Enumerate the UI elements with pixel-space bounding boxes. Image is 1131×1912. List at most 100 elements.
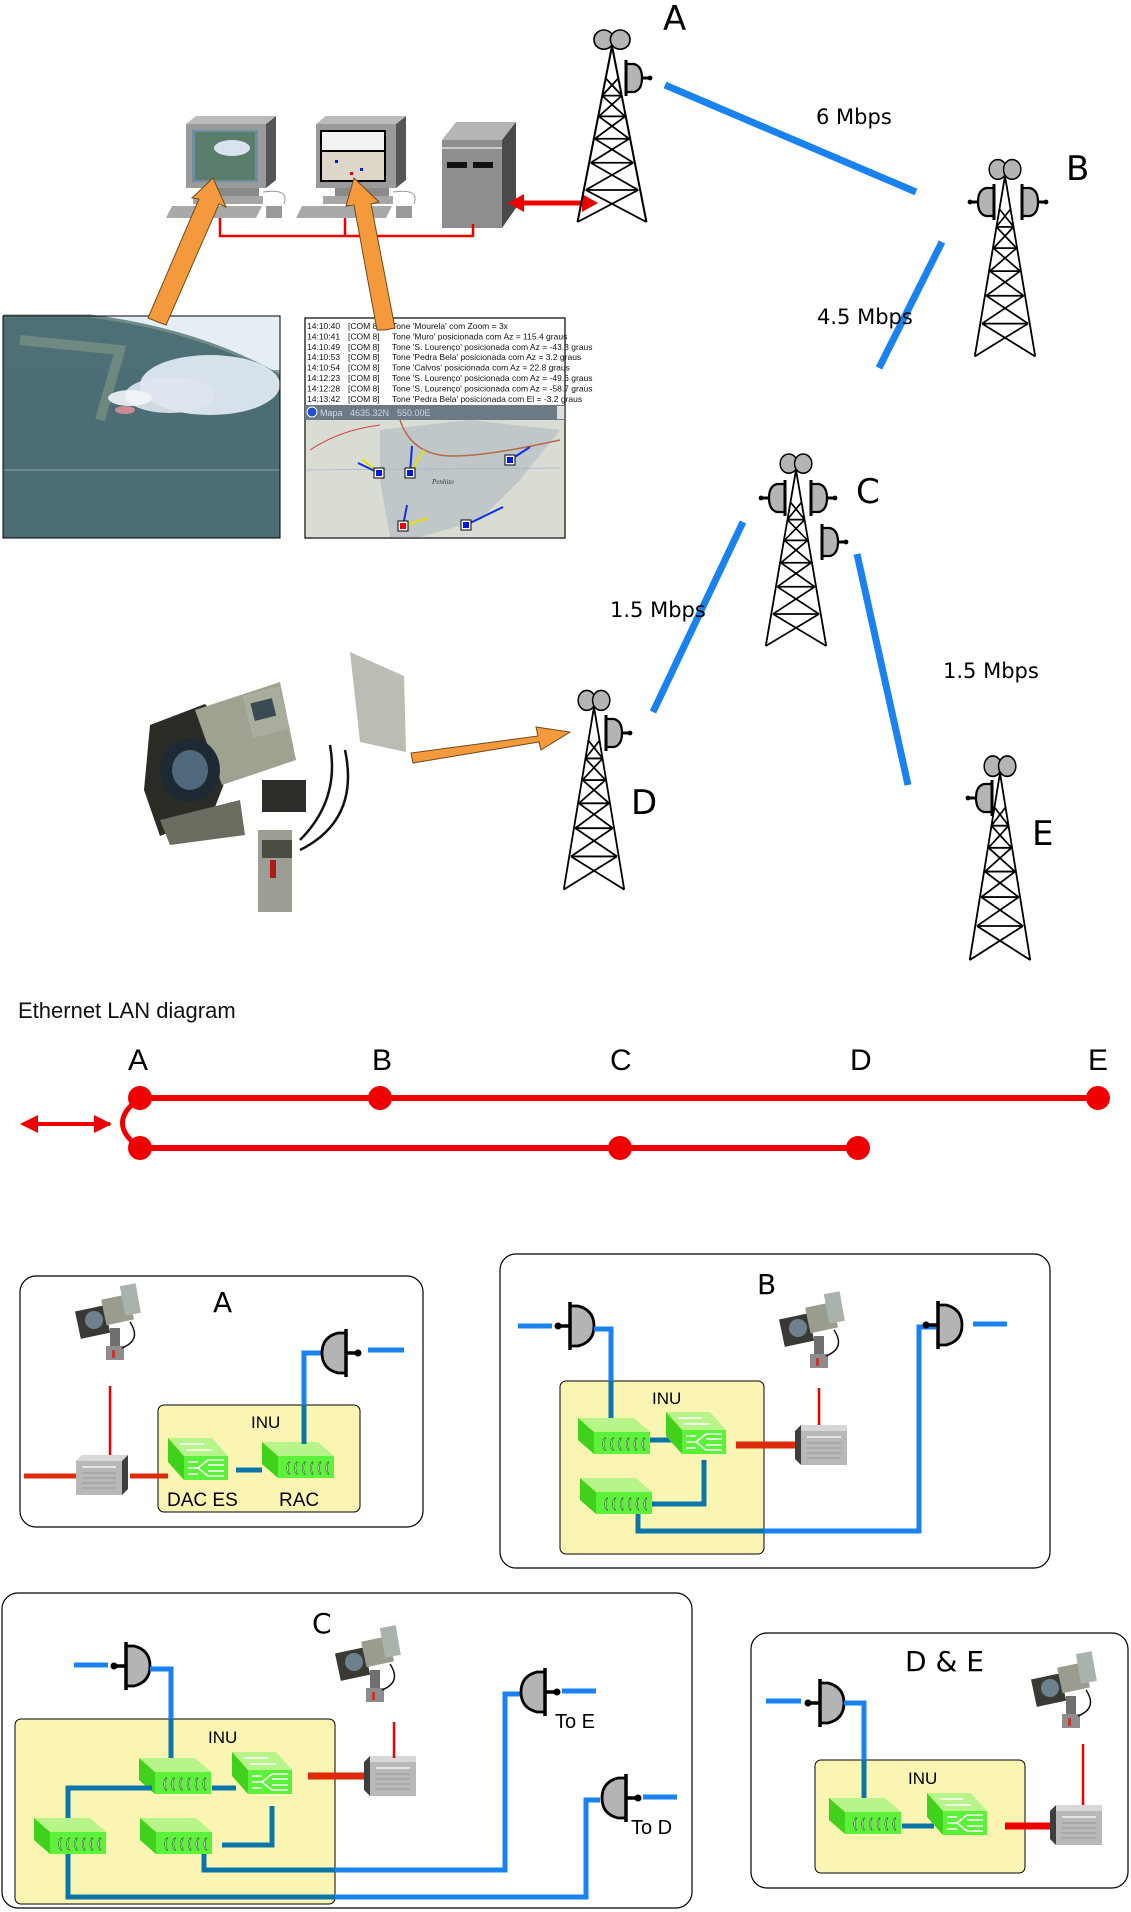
site-a-title: A (213, 1286, 232, 1319)
log-entry-msg: Tone 'Pedra Bela' posicionada com Az = 3… (392, 352, 581, 362)
site-c-panel: C INU To E To D (1, 1592, 693, 1909)
map-scroll-button[interactable] (557, 406, 564, 419)
log-entry-port: [COM 8] (348, 363, 380, 373)
lan-title: Ethernet LAN diagram (18, 998, 236, 1023)
map-status-label: Mapa (320, 408, 343, 418)
site-a-rac-label: RAC (279, 1490, 319, 1511)
tower-e-label: E (1032, 814, 1053, 854)
site-c-rac-left (33, 1817, 107, 1855)
site-b-rac-2 (579, 1477, 653, 1515)
log-entry-time: 14:10:53 (307, 352, 340, 362)
log-entry-port: [COM 8] (348, 331, 380, 341)
tower-c-label: C (856, 472, 880, 512)
orange-arrow-video (147, 177, 227, 326)
log-map-panel: 14:10:40 [COM 8] Tone 'Mourela' com Zoom =… (304, 317, 593, 539)
server-icon (442, 122, 516, 228)
tower-a-label: A (663, 0, 686, 39)
log-entry-msg: Tone 'Muro' posicionada com Az = 115.4 g… (392, 331, 567, 341)
site-a-server-icon (75, 1454, 129, 1496)
lan-node-a-lower[interactable] (128, 1136, 152, 1160)
link-c-e (853, 553, 912, 786)
link-c-d (649, 520, 747, 714)
link-b-c-rate: 4.5 Mbps (817, 305, 913, 329)
log-entry-msg: Tone 'S. Lourenço' posicionada com Az = … (392, 373, 593, 383)
lan-label-b: B (372, 1044, 392, 1077)
tower-b-label: B (1066, 149, 1089, 189)
log-entry-port: [COM 8] (348, 383, 380, 393)
server-tower-link-arrow (508, 194, 598, 212)
site-a-panel: A INU DAC ES RAC (19, 1275, 424, 1528)
lan-label-e: E (1088, 1044, 1108, 1077)
log-entry-port: [COM 8] (348, 373, 380, 383)
map-status-lon: 550.00E (397, 408, 431, 418)
workstation-map-icon (296, 116, 416, 218)
log-entry-msg: Tone 'S. Lourenço' posicionada com Az = … (392, 383, 593, 393)
log-entry-port: [COM 8] (348, 352, 380, 362)
radio-topology: 6 Mbps 4.5 Mbps 1.5 Mbps 1.5 Mbps A B C … (562, 0, 1089, 962)
orange-arrow-camera (410, 726, 572, 764)
log-entry-port: [COM 8] (348, 321, 380, 331)
lan-node-d[interactable] (846, 1136, 870, 1160)
map-place-label: Penhito (431, 478, 454, 486)
link-a-b (663, 81, 918, 196)
site-de-server-icon (1049, 1804, 1103, 1846)
log-entry-time: 14:10:40 (307, 321, 340, 331)
lan-label-d: D (850, 1044, 872, 1077)
log-entry-time: 14:12:28 (307, 383, 340, 393)
log-entry-time: 14:10:41 (307, 331, 340, 341)
site-c-title: C (312, 1607, 332, 1640)
site-c-rac-mid (139, 1817, 213, 1855)
link-c-e-rate: 1.5 Mbps (943, 659, 1039, 683)
control-center: 14:10:40 [COM 8] Tone 'Mourela' com Zoom =… (2, 116, 598, 912)
map-tower-marker-fill (407, 470, 413, 476)
site-c-to-e-label: To E (555, 1711, 595, 1733)
log-entry-msg: Tone 'Mourela' com Zoom = 3x (392, 321, 509, 331)
map-bearing-arrow (465, 506, 504, 526)
log-entry-time: 14:10:49 (307, 342, 340, 352)
log-entry-msg: Tone 'Pedra Bela' posicionada com El = -… (392, 394, 582, 404)
tower-a-icon (576, 28, 648, 224)
log-entry-time: 14:10:54 (307, 363, 340, 373)
log-entry-time: 14:12:23 (307, 373, 340, 383)
map-tower-marker-fill (376, 470, 382, 476)
workstation-video-icon (166, 116, 286, 218)
map-tower-marker-fill (463, 522, 469, 528)
map-tower-marker-fill (400, 523, 406, 529)
field-camera-photo (144, 652, 406, 912)
orange-arrow-map (345, 177, 396, 331)
site-de-title: D & E (905, 1645, 984, 1678)
map-view: Penhito (305, 419, 564, 537)
site-b-inu-label: INU (652, 1389, 681, 1408)
lan-label-a: A (128, 1044, 148, 1077)
lan-node-c[interactable] (608, 1136, 632, 1160)
link-c-d-rate: 1.5 Mbps (610, 598, 706, 622)
log-entry-port: [COM 8] (348, 394, 380, 404)
ethernet-cable (218, 218, 475, 238)
site-c-server-icon (363, 1755, 417, 1797)
log-entry-port: [COM 8] (348, 342, 380, 352)
map-status-lat: 4635.32N (350, 408, 389, 418)
site-b-rac-1 (577, 1417, 651, 1455)
log-list: 14:10:40 [COM 8] Tone 'Mourela' com Zoom =… (307, 321, 593, 404)
lan-node-e[interactable] (1086, 1086, 1110, 1110)
link-a-b-rate: 6 Mbps (816, 105, 892, 129)
lan-node-a-upper[interactable] (128, 1086, 152, 1110)
log-entry-time: 14:13:42 (307, 394, 340, 404)
site-a-rac-device (261, 1441, 335, 1479)
lan-label-c: C (610, 1044, 632, 1077)
site-b-panel: B INU (499, 1253, 1051, 1569)
tower-d-label: D (631, 783, 657, 823)
tower-c-icon (764, 452, 828, 648)
lan-node-b[interactable] (368, 1086, 392, 1110)
link-b-c (875, 240, 946, 370)
site-c-inu-label: INU (208, 1728, 237, 1747)
site-de-rac-device (828, 1797, 902, 1835)
site-de-panel: D & E INU (750, 1632, 1129, 1889)
site-de-inu-label: INU (908, 1769, 937, 1788)
site-a-inu-label: INU (251, 1413, 280, 1432)
fire-video-frame (2, 314, 281, 539)
site-b-server-icon (794, 1424, 848, 1466)
site-b-title: B (757, 1268, 776, 1301)
log-entry-msg: Tone 'Calvos' posicionada com Az = 22.8 … (392, 363, 570, 373)
